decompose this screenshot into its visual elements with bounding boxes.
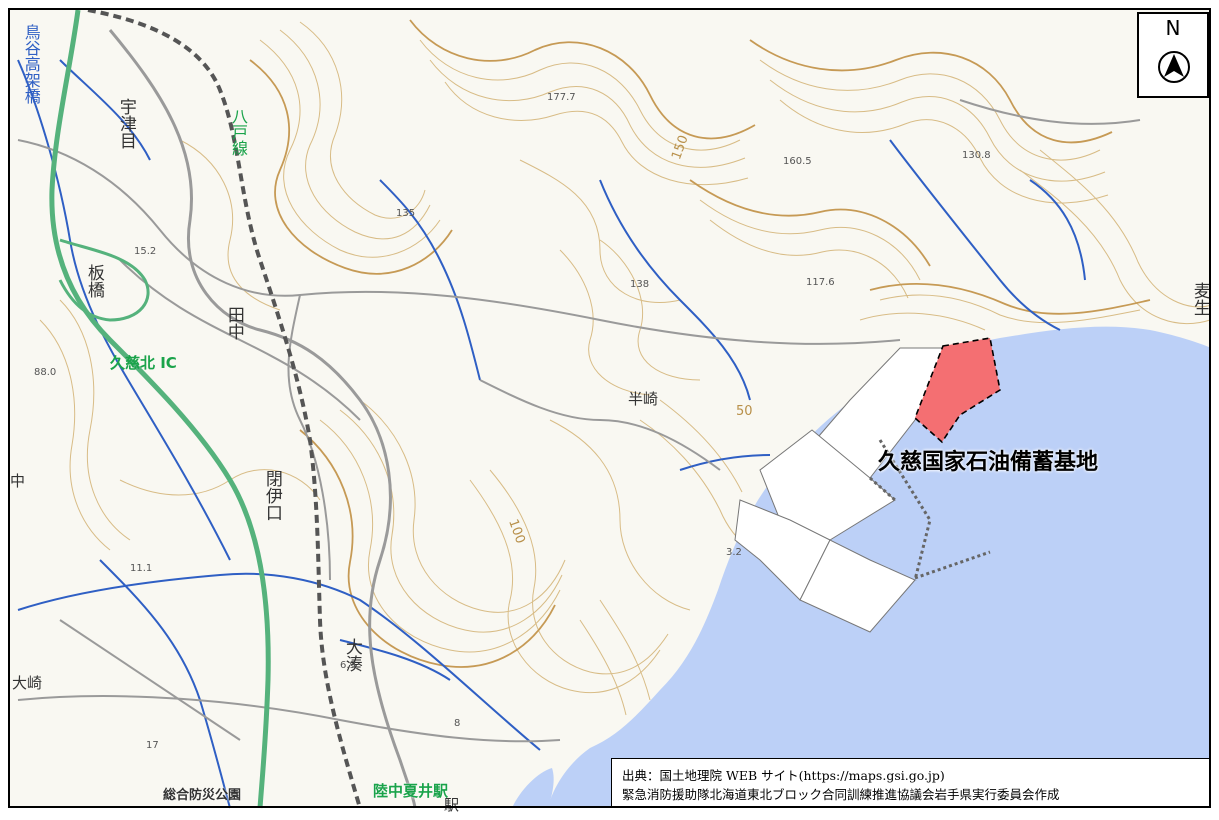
place-utsume: 宇津目 [115, 98, 136, 149]
north-arrow: N [1137, 12, 1209, 98]
place-tanaka: 田中 [223, 306, 244, 340]
elevation-177-7: 177.7 [547, 92, 576, 103]
interchange-label: 久慈北 IC [110, 354, 177, 372]
place-eki: 駅 [444, 796, 460, 814]
station-label: 陸中夏井駅 [373, 782, 449, 800]
elevation-8: 8 [454, 718, 461, 729]
oil-base-piers [734, 347, 991, 633]
elevation-11-1: 11.1 [130, 563, 153, 574]
place-ominato: 大湊 [341, 638, 362, 672]
oil-storage-base-area[interactable] [914, 337, 1001, 444]
elevation-17: 17 [146, 740, 159, 751]
elevation-160-5: 160.5 [783, 156, 812, 167]
facility-label: 久慈国家石油備蓄基地 [878, 450, 1099, 475]
place-naka: 中 [10, 472, 26, 490]
lagoon [512, 768, 554, 808]
elevation-6-9: 6.9 [340, 660, 356, 671]
place-heiiguchi: 閉伊口 [261, 470, 282, 521]
rivers [17, 59, 1086, 809]
railway-hachinohe-line [87, 8, 362, 809]
expressway [49, 9, 271, 809]
elevation-15-2: 15.2 [134, 246, 157, 257]
north-arrow-icon [1158, 51, 1190, 83]
elevation-3-2: 3.2 [726, 547, 742, 558]
place-hanzaki: 半崎 [628, 390, 659, 408]
elevation-130-8: 130.8 [962, 150, 991, 161]
place-osaki: 大崎 [12, 674, 43, 692]
source-line-1: 出典：国土地理院 WEB サイト(https://maps.gsi.go.jp) [622, 768, 945, 783]
contour-lines [39, 21, 1212, 716]
railway-line-label: 八戸線 [229, 108, 248, 156]
contour-label-50: 50 [736, 404, 753, 419]
elevation-88-0: 88.0 [34, 367, 57, 378]
national-route [108, 29, 417, 809]
interchange-ramp [58, 238, 150, 322]
north-label: N [1165, 16, 1181, 40]
source-line-2: 緊急消防援助隊北海道東北ブロック合同訓練推進協議会岩手県実行委員会作成 [622, 787, 1060, 802]
elevation-117-6: 117.6 [806, 277, 835, 288]
elevation-135: 135 [396, 208, 416, 219]
elevation-138: 138 [630, 279, 650, 290]
roads [17, 99, 1141, 743]
bridge-label: 鳥谷高架橋 [21, 24, 41, 104]
park-label: 総合防災公園 [163, 788, 242, 803]
place-mugyu: 麦生 [1189, 282, 1210, 316]
place-itabashi: 板橋 [83, 264, 104, 298]
source-credit: 出典：国土地理院 WEB サイト(https://maps.gsi.go.jp)… [611, 758, 1210, 808]
